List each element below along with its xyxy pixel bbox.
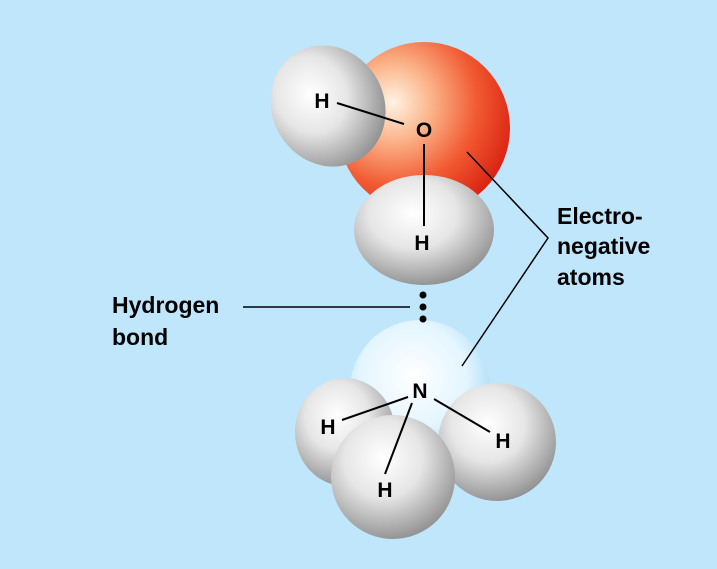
water-hydrogen-top-atom	[270, 45, 386, 167]
oxygen-symbol: O	[416, 119, 432, 142]
bond-n-h-right	[433, 398, 491, 433]
ammonia-hydrogen-bottom-atom	[331, 415, 455, 539]
ammonia-hydrogen-left-symbol: H	[320, 416, 335, 439]
hydrogen-bond-dots	[419, 291, 427, 323]
bond-o-h-top	[336, 102, 405, 125]
electronegative-label-line-1: Electro-	[557, 203, 643, 229]
ammonia-hydrogen-bottom-symbol: H	[377, 479, 392, 502]
hydrogen-bond-label-line-1: Hydrogen	[112, 292, 219, 318]
hydrogen-bond-label: Hydrogen bond	[112, 292, 219, 350]
callout-lines	[243, 151, 549, 367]
water-hydrogen-top-symbol: H	[314, 90, 329, 113]
atom-symbols: O H H N H H H	[314, 90, 510, 502]
nitrogen-symbol: N	[412, 380, 427, 403]
oxygen-atom	[338, 42, 510, 214]
water-molecule	[270, 42, 510, 285]
bond-n-h-bottom	[384, 402, 413, 475]
water-hydrogen-bottom-symbol: H	[414, 232, 429, 255]
water-hydrogen-bottom-atom	[354, 175, 494, 285]
electronegative-label-line-2: negative	[557, 233, 650, 259]
electronegative-atoms-label: Electro- negative atoms	[557, 203, 650, 290]
ammonia-hydrogen-right-atom	[438, 383, 556, 501]
bond-n-h-left	[341, 396, 409, 421]
ammonia-molecule	[295, 320, 556, 539]
electronegative-callout-line	[461, 151, 549, 367]
hydrogen-bond-label-line-2: bond	[112, 324, 168, 350]
electronegative-label-line-3: atoms	[557, 264, 625, 290]
covalent-bonds	[336, 102, 491, 475]
ammonia-hydrogen-right-symbol: H	[495, 430, 510, 453]
